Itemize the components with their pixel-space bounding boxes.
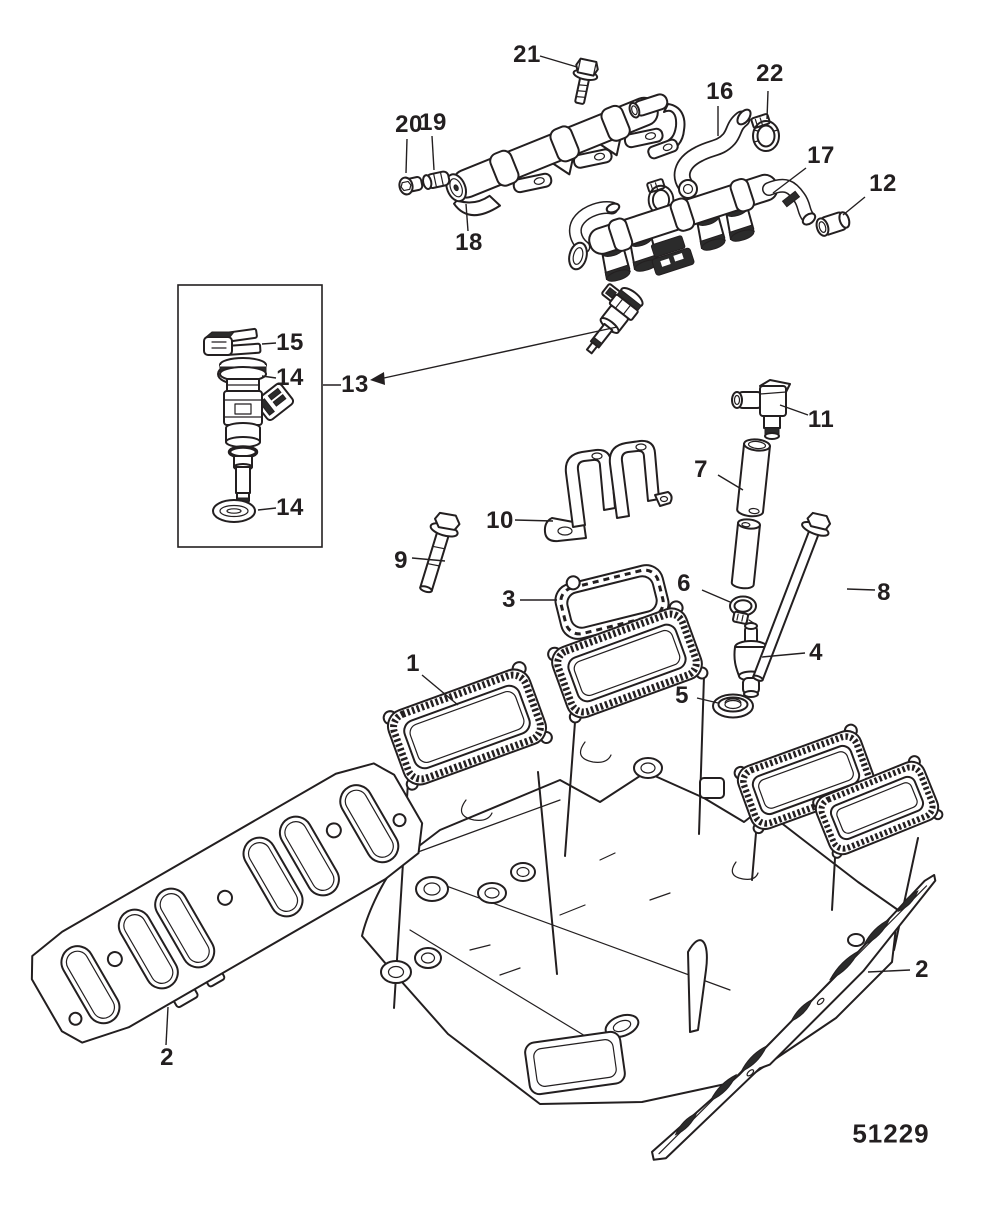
- manifold-bosses: [380, 757, 865, 1039]
- fuel-rail-upper: [445, 93, 686, 217]
- leader-line-7: [717, 474, 744, 491]
- leader-line-19: [431, 135, 435, 171]
- leader-line-6: [701, 589, 731, 603]
- arrowhead-13: [370, 372, 385, 385]
- runner-flange: [382, 661, 553, 791]
- leader-line-15: [261, 342, 277, 345]
- callout-label-8: 8: [877, 579, 891, 606]
- rail-end-fitting: [628, 93, 686, 160]
- callout-label-5: 5: [675, 682, 689, 709]
- leader-line-10: [514, 519, 554, 522]
- leader-line-17: [772, 167, 807, 194]
- callout-label-19: 19: [419, 109, 447, 136]
- runner-flange: [733, 723, 880, 835]
- leader-line-14: [257, 507, 277, 511]
- callout-label-21: 21: [513, 41, 541, 68]
- gasket-2-left: [30, 762, 424, 1044]
- leader-line-11: [779, 404, 809, 416]
- leader-line-22: [766, 90, 769, 120]
- leader-line-14: [261, 375, 277, 379]
- tube-7-lower: [730, 518, 761, 590]
- callout-label-10: 10: [486, 507, 514, 534]
- grommet-5: [712, 693, 754, 719]
- callout-label-18: 18: [455, 229, 483, 256]
- callout-label-6: 6: [677, 570, 691, 597]
- runner-flange: [812, 755, 944, 859]
- fuel-rail-lower: [568, 173, 817, 282]
- runner-flange: [547, 600, 709, 724]
- callout-label-4: 4: [809, 639, 823, 666]
- connector-blocks: [650, 235, 695, 276]
- fuel-injector-13: [219, 357, 295, 508]
- tube-7-upper: [736, 438, 771, 518]
- gasket-port: [60, 784, 400, 1025]
- callout-label-14: 14: [276, 364, 304, 391]
- callout-label-12: 12: [869, 170, 897, 197]
- drawing-number: 51229: [852, 1118, 930, 1149]
- intake-manifold-1: [361, 600, 944, 1105]
- elbow-fitting-11: [731, 379, 791, 440]
- callout-label-13: 13: [341, 371, 369, 398]
- loose-injector: [585, 283, 644, 355]
- o-ring-14-bottom: [212, 499, 256, 523]
- gasket-2-right: [651, 873, 937, 1161]
- callout-label-1: 1: [406, 650, 420, 677]
- leader-line-5: [696, 697, 719, 704]
- callout-label-22: 22: [756, 60, 784, 87]
- leader-line-4: [761, 652, 806, 658]
- callout-label-17: 17: [807, 142, 835, 169]
- leader-line-8: [846, 588, 876, 591]
- leader-line-9: [411, 557, 446, 562]
- callout-label-7: 7: [694, 456, 708, 483]
- callout-label-20: 20: [395, 111, 423, 138]
- leader-line-20: [405, 138, 408, 174]
- callout-label-9: 9: [394, 547, 408, 574]
- callout-label-14: 14: [276, 494, 304, 521]
- flange-bolt-21: [572, 57, 599, 105]
- leader-line-18: [465, 203, 469, 232]
- plug-12: [815, 211, 851, 237]
- hose-clamp-22: [750, 113, 780, 152]
- leader-line-1: [421, 674, 459, 706]
- long-bolt-8: [752, 511, 832, 682]
- leader-line-21: [539, 55, 578, 68]
- fitting-20: [398, 176, 424, 196]
- callout-label-11: 11: [807, 406, 835, 433]
- callout-label-3: 3: [502, 586, 516, 613]
- clamp-6: [729, 595, 757, 625]
- callout-label-2: 2: [160, 1044, 174, 1071]
- leader-line-13: [383, 326, 618, 379]
- callout-label-16: 16: [706, 78, 734, 105]
- leader-line-12: [842, 196, 866, 216]
- callout-label-15: 15: [276, 329, 304, 356]
- fitting-19: [422, 170, 451, 190]
- injector-detail-box: [177, 284, 323, 548]
- leader-line-2: [165, 1006, 169, 1046]
- bolt-9: [419, 511, 461, 594]
- leader-line-2: [867, 969, 911, 973]
- callout-label-2: 2: [915, 956, 929, 983]
- hose-16: [673, 108, 752, 199]
- bracket-10: [543, 439, 673, 543]
- retainer-clip-15: [203, 327, 262, 356]
